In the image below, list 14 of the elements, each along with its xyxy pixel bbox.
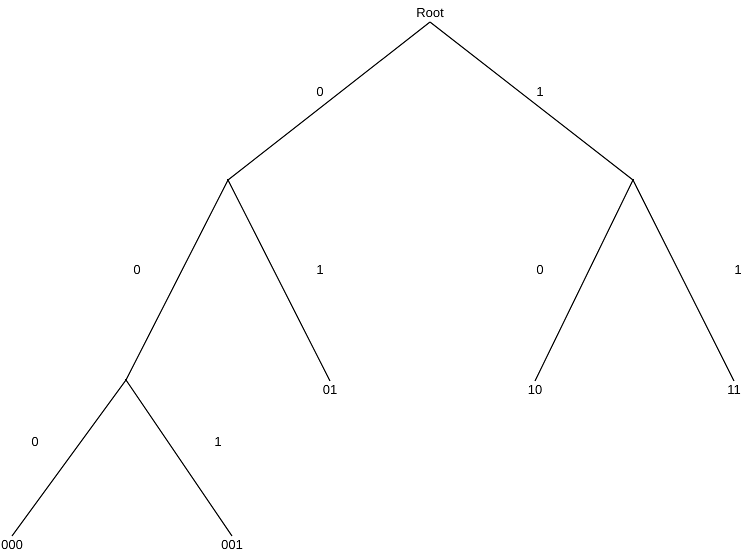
branch-line — [430, 22, 634, 180]
node-label: 000 — [0, 536, 24, 554]
branch-line — [125, 180, 229, 380]
node-label: 001 — [220, 536, 244, 554]
node-label: 01 — [318, 381, 342, 399]
branch-line — [12, 380, 126, 536]
node-label: 10 — [523, 381, 547, 399]
node-label: 11 — [722, 381, 746, 399]
branch-line — [632, 180, 735, 382]
branch-line — [227, 180, 331, 382]
branch-line — [534, 180, 634, 382]
node-label: Root — [410, 4, 450, 22]
branch-line — [228, 22, 430, 180]
branch-line — [126, 380, 232, 536]
